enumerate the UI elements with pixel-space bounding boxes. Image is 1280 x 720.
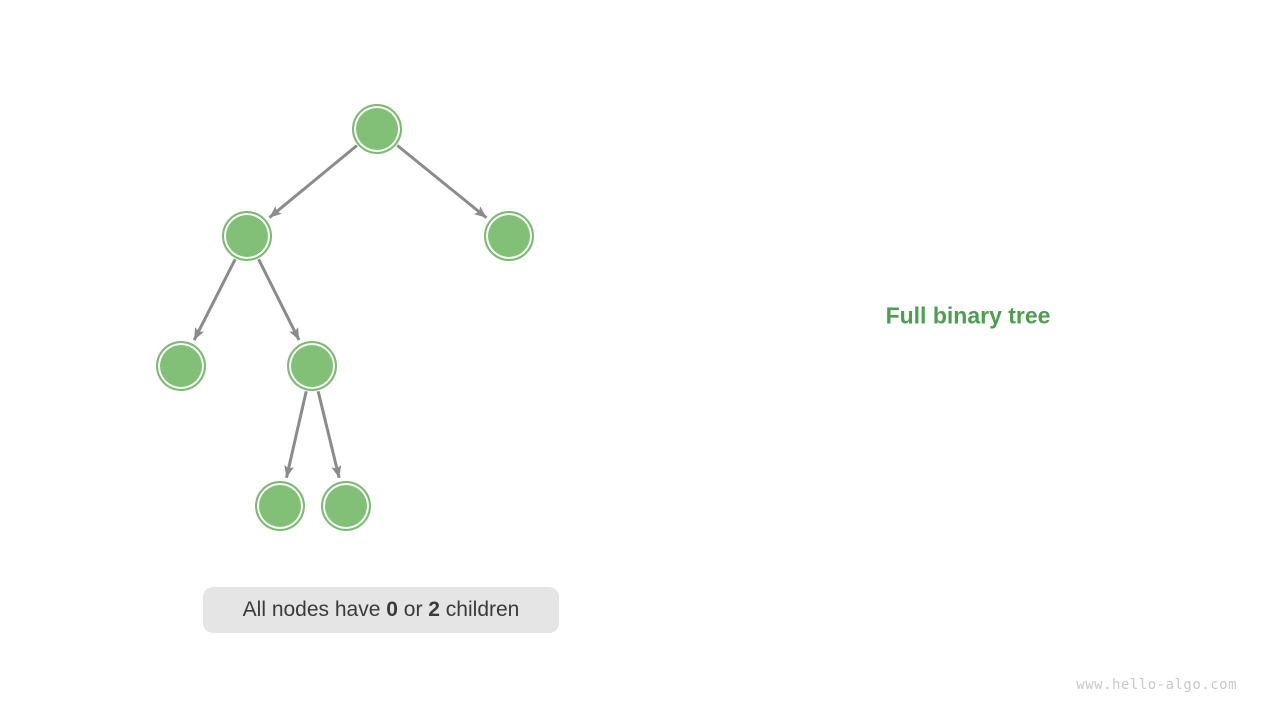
tree-edge-lr-lrr — [316, 390, 342, 479]
tree-edge-root-l — [268, 144, 358, 219]
tree-node-lr — [287, 341, 337, 391]
caption-suffix: children — [439, 598, 520, 621]
tree-node-lrl — [255, 481, 305, 531]
tree-edge-root-r — [396, 144, 488, 219]
watermark: www.hello-algo.com — [1076, 677, 1237, 693]
caption-mid: or — [397, 598, 429, 621]
caption-prefix: All nodes have — [242, 598, 387, 621]
tree-edge-l-lr — [257, 258, 301, 341]
caption-box: All nodes have 0 or 2 children — [203, 587, 559, 633]
diagram-title: Full binary tree — [885, 302, 1051, 329]
tree-edge-l-ll — [192, 258, 237, 341]
tree-node-ll — [156, 341, 206, 391]
tree-node-r — [484, 211, 534, 261]
tree-node-lrr — [321, 481, 371, 531]
caption-number-two: 2 — [428, 598, 440, 621]
caption-number-zero: 0 — [386, 598, 398, 621]
tree-edge-lr-lrl — [284, 391, 308, 479]
tree-node-l — [222, 211, 272, 261]
tree-node-root — [352, 104, 402, 154]
